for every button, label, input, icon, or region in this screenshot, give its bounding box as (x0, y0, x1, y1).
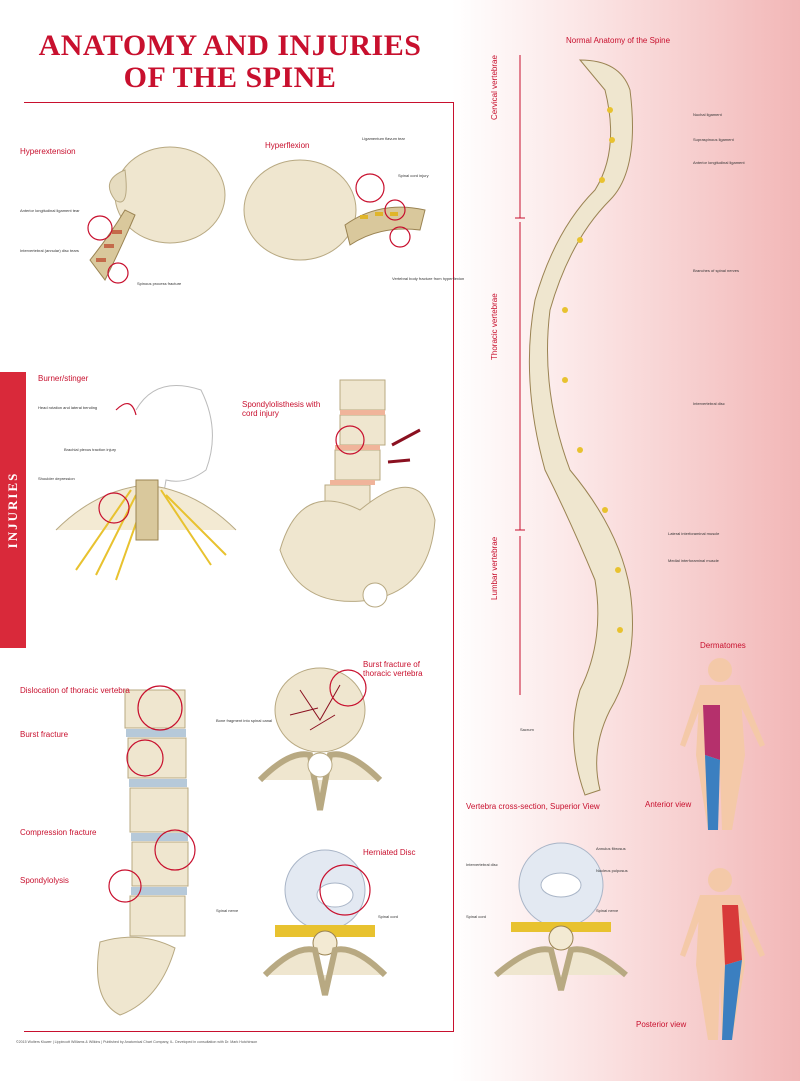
title-line-1: ANATOMY AND INJURIES (38, 29, 422, 62)
anatomy-label-7: Medial interforaminal muscle (668, 558, 719, 563)
dermatomes-title: Dermatomes (700, 641, 746, 650)
anatomy-label-8: Sacrum (520, 727, 534, 732)
hyperextension-illustration (87, 146, 226, 284)
burst-superior-title: Burst fracture of thoracic vertebra (363, 660, 423, 678)
dermatomes-posterior-label: Posterior view (636, 1020, 687, 1029)
burner-label-3: Shoulder depression (38, 476, 75, 481)
dermatome-anterior-illustration (680, 658, 765, 830)
hyperextension-title: Hyperextension (20, 147, 76, 156)
spondylolisthesis-illustration (279, 379, 436, 608)
lumbar-label-3: Compression fracture (20, 828, 97, 837)
cross-label-4: Spinal nerve (596, 908, 619, 913)
lumbar-injuries-illustration (97, 685, 196, 1016)
burner-label-2: Brachial plexus traction injury (64, 447, 117, 452)
anatomy-label-3: Anterior longitudinal ligament (693, 160, 745, 165)
anatomy-label-1: Nuchal ligament (693, 112, 722, 117)
cross-section-title: Vertebra cross-section, Superior View (466, 802, 600, 811)
hyperflex-label-1: Ligamentum flavum tear (362, 136, 405, 141)
cross-label-3: Intervertebral disc (466, 862, 498, 867)
injuries-tab: INJURIES (0, 372, 26, 648)
region-thoracic: Thoracic vertebrae (490, 293, 499, 360)
cross-label-1: Annulus fibrosus (596, 846, 626, 851)
dermatomes-anterior-label: Anterior view (645, 800, 692, 809)
burner-illustration (55, 385, 237, 581)
burst-fracture-illustration (257, 667, 383, 811)
herniated-title: Herniated Disc (363, 848, 416, 857)
herniated-label-1: Spinal nerve (216, 908, 239, 913)
lumbar-label-2: Burst fracture (20, 730, 69, 739)
herniated-disc-illustration (262, 849, 388, 996)
herniated-label-2: Spinal cord (378, 914, 399, 919)
page-title: ANATOMY AND INJURIES OF THE SPINE (10, 30, 450, 94)
hyperext-label-1: Anterior longitudinal ligament tear (20, 208, 80, 213)
anatomy-label-2: Supraspinous ligament (693, 137, 734, 142)
cross-section-illustration (494, 842, 628, 991)
title-line-2: OF THE SPINE (123, 61, 337, 94)
anatomy-label-6: Lateral interforaminal muscle (668, 531, 720, 536)
anatomy-title: Normal Anatomy of the Spine (566, 36, 671, 45)
hyperflexion-title: Hyperflexion (265, 141, 310, 150)
region-lumbar: Lumbar vertebrae (490, 536, 499, 600)
anatomy-label-4: Branches of spinal nerves (693, 268, 740, 273)
hyperext-label-2: Intervertebral (annular) disc tears (20, 248, 79, 253)
burner-title: Burner/stinger (38, 374, 89, 383)
anatomy-label-5: Intervertebral disc (693, 401, 725, 406)
hyperflex-label-3: Vertebral body fracture from hyperflexio… (392, 276, 465, 281)
lumbar-label-4: Spondylolysis (20, 876, 69, 885)
injuries-tab-label: INJURIES (5, 471, 20, 549)
burner-label-1: Head rotation and lateral bending (38, 405, 98, 410)
spondylolisthesis-title: Spondylolisthesis with cord injury (242, 400, 321, 418)
hyperflex-label-2: Spinal cord injury (398, 173, 429, 178)
cross-label-5: Spinal cord (466, 914, 487, 919)
region-cervical: Cervical vertebrae (490, 55, 499, 120)
hyperext-label-3: Spinous process fracture (137, 281, 182, 286)
dermatome-posterior-illustration (680, 868, 765, 1040)
hyperflexion-illustration (243, 159, 426, 261)
lumbar-label-1: Dislocation of thoracic vertebra (20, 686, 130, 695)
footer: ©2015 Wolters Kluwer | Lippincott Willia… (16, 1040, 258, 1044)
burst-label-1: Bone fragment into spinal canal (216, 718, 273, 723)
cross-label-2: Nucleus pulposus (596, 868, 628, 873)
spine-lateral-illustration (515, 55, 633, 796)
